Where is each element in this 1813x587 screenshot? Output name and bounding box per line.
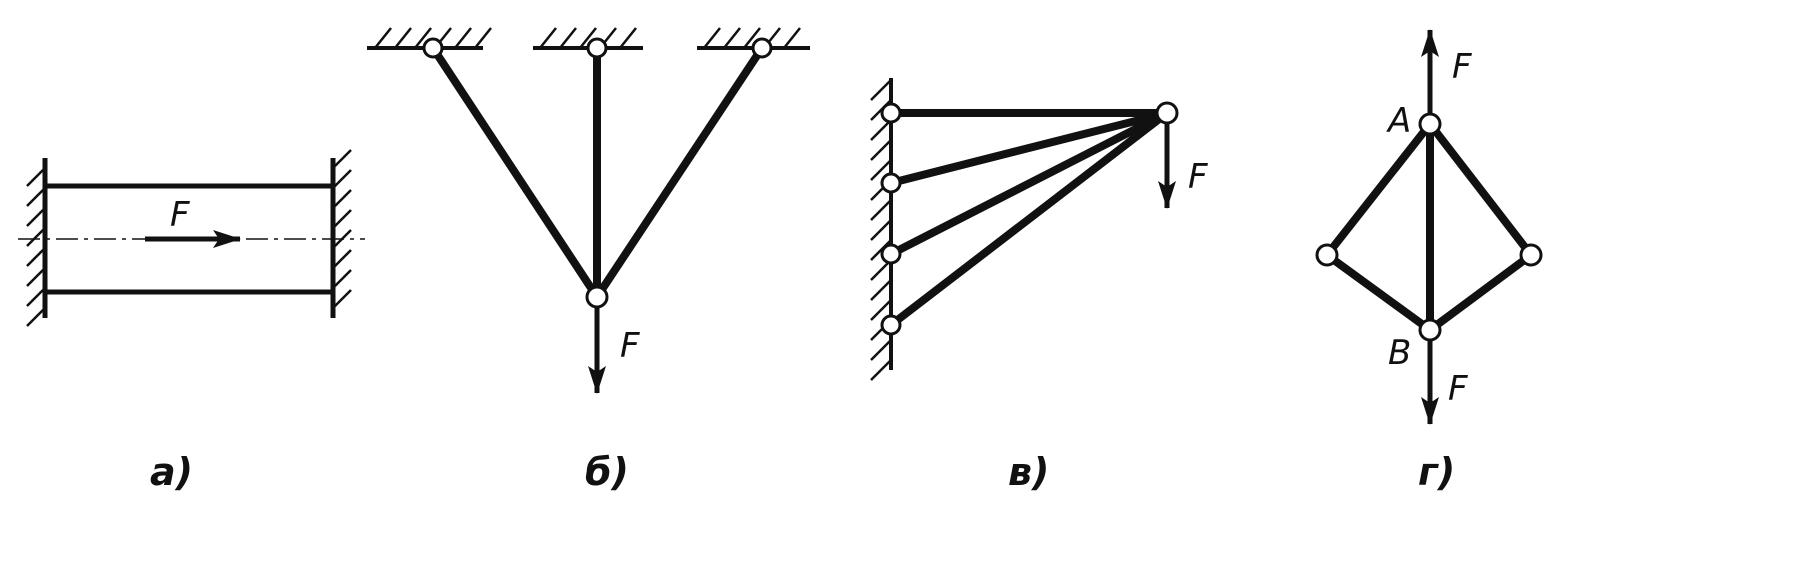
hinge-wall-3 [880, 243, 902, 265]
hinge-joint [1155, 101, 1179, 125]
rod-2 [890, 109, 1168, 187]
hinge-b [1418, 318, 1442, 342]
hinge-top-right [751, 37, 773, 59]
hinge-a [1418, 112, 1442, 136]
rod-3 [889, 109, 1169, 258]
caption-a: a) [150, 450, 193, 494]
panel-b: F б) [367, 27, 810, 494]
force-label: F [620, 326, 640, 366]
panel-g: F F A B г) [1315, 29, 1543, 494]
node-label-b: B [1388, 333, 1411, 373]
rod-left-b [1324, 251, 1433, 334]
rod-4 [888, 109, 1170, 329]
panel-v: F в) [870, 78, 1208, 494]
rod-right [593, 45, 766, 300]
hinge-top-middle [586, 37, 608, 59]
rod-a-left [1323, 121, 1434, 258]
caption-g: г) [1418, 450, 1455, 494]
node-label-a: A [1386, 101, 1411, 141]
hinge-wall-4 [880, 314, 902, 336]
rod-right-b [1427, 251, 1534, 334]
hinge-right [1519, 243, 1543, 267]
force-label-top: F [1452, 47, 1472, 87]
force-label: F [170, 195, 190, 235]
caption-b: б) [585, 450, 629, 494]
hinge-wall-2 [880, 172, 902, 194]
caption-v: в) [1008, 450, 1049, 494]
panel-a: F a) [18, 149, 365, 494]
ceiling-support-left [367, 27, 492, 50]
rod-left [429, 45, 601, 300]
force-label: F [1188, 157, 1208, 197]
left-wall-support [26, 158, 48, 327]
hinge-left [1315, 243, 1339, 267]
right-wall-support [330, 149, 352, 318]
hinge-bottom [585, 285, 609, 309]
hinge-wall-1 [880, 102, 902, 124]
force-label-bottom: F [1448, 369, 1468, 409]
hinge-top-left [422, 37, 444, 59]
rod-a-right [1426, 121, 1535, 258]
